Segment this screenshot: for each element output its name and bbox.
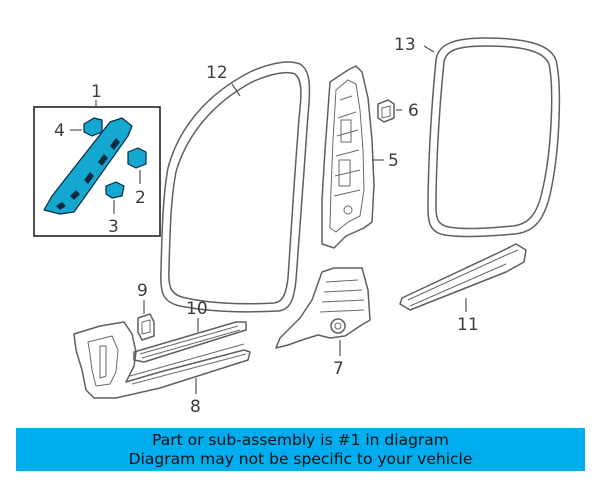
parts-diagram: 1 2 3 4 5 6 7 8 9 10 11 12 13: [33, 35, 561, 417]
b-pillar-lower-trim: [275, 267, 371, 349]
callout-9: 9: [137, 281, 148, 301]
clip-part-6: [377, 99, 395, 123]
callout-1: 1: [91, 82, 102, 102]
callout-11: 11: [457, 315, 479, 335]
info-banner: Part or sub-assembly is #1 in diagram Di…: [16, 428, 585, 471]
callout-10: 10: [186, 299, 208, 319]
part-1-inset: [33, 106, 161, 237]
callout-3: 3: [108, 217, 119, 237]
rear-sill-plate: [399, 243, 527, 311]
callout-6: 6: [408, 101, 419, 121]
leader-lines: [70, 45, 467, 394]
callout-7: 7: [333, 359, 344, 379]
a-pillar-trim-highlighted: [43, 117, 133, 215]
banner-line-2: Diagram may not be specific to your vehi…: [128, 449, 473, 468]
door-seal-front: [160, 61, 311, 313]
clip-4-highlighted: [83, 117, 103, 137]
callout-4: 4: [54, 121, 65, 141]
clip-part-9: [137, 313, 155, 341]
clip-3-highlighted: [105, 181, 125, 199]
door-seal-rear: [427, 37, 561, 238]
banner-line-1: Part or sub-assembly is #1 in diagram: [152, 430, 449, 449]
callout-8: 8: [190, 397, 201, 417]
callout-13: 13: [394, 35, 416, 55]
callout-5: 5: [388, 151, 399, 171]
callout-2: 2: [135, 188, 146, 208]
b-pillar-upper-trim: [321, 65, 375, 249]
callout-12: 12: [206, 63, 228, 83]
front-sill-trim: [73, 321, 251, 399]
callout-labels: 1 2 3 4 5 6 7 8 9 10 11 12 13: [54, 35, 479, 417]
clip-2-highlighted: [127, 147, 147, 169]
front-sill-plate: [133, 321, 247, 363]
